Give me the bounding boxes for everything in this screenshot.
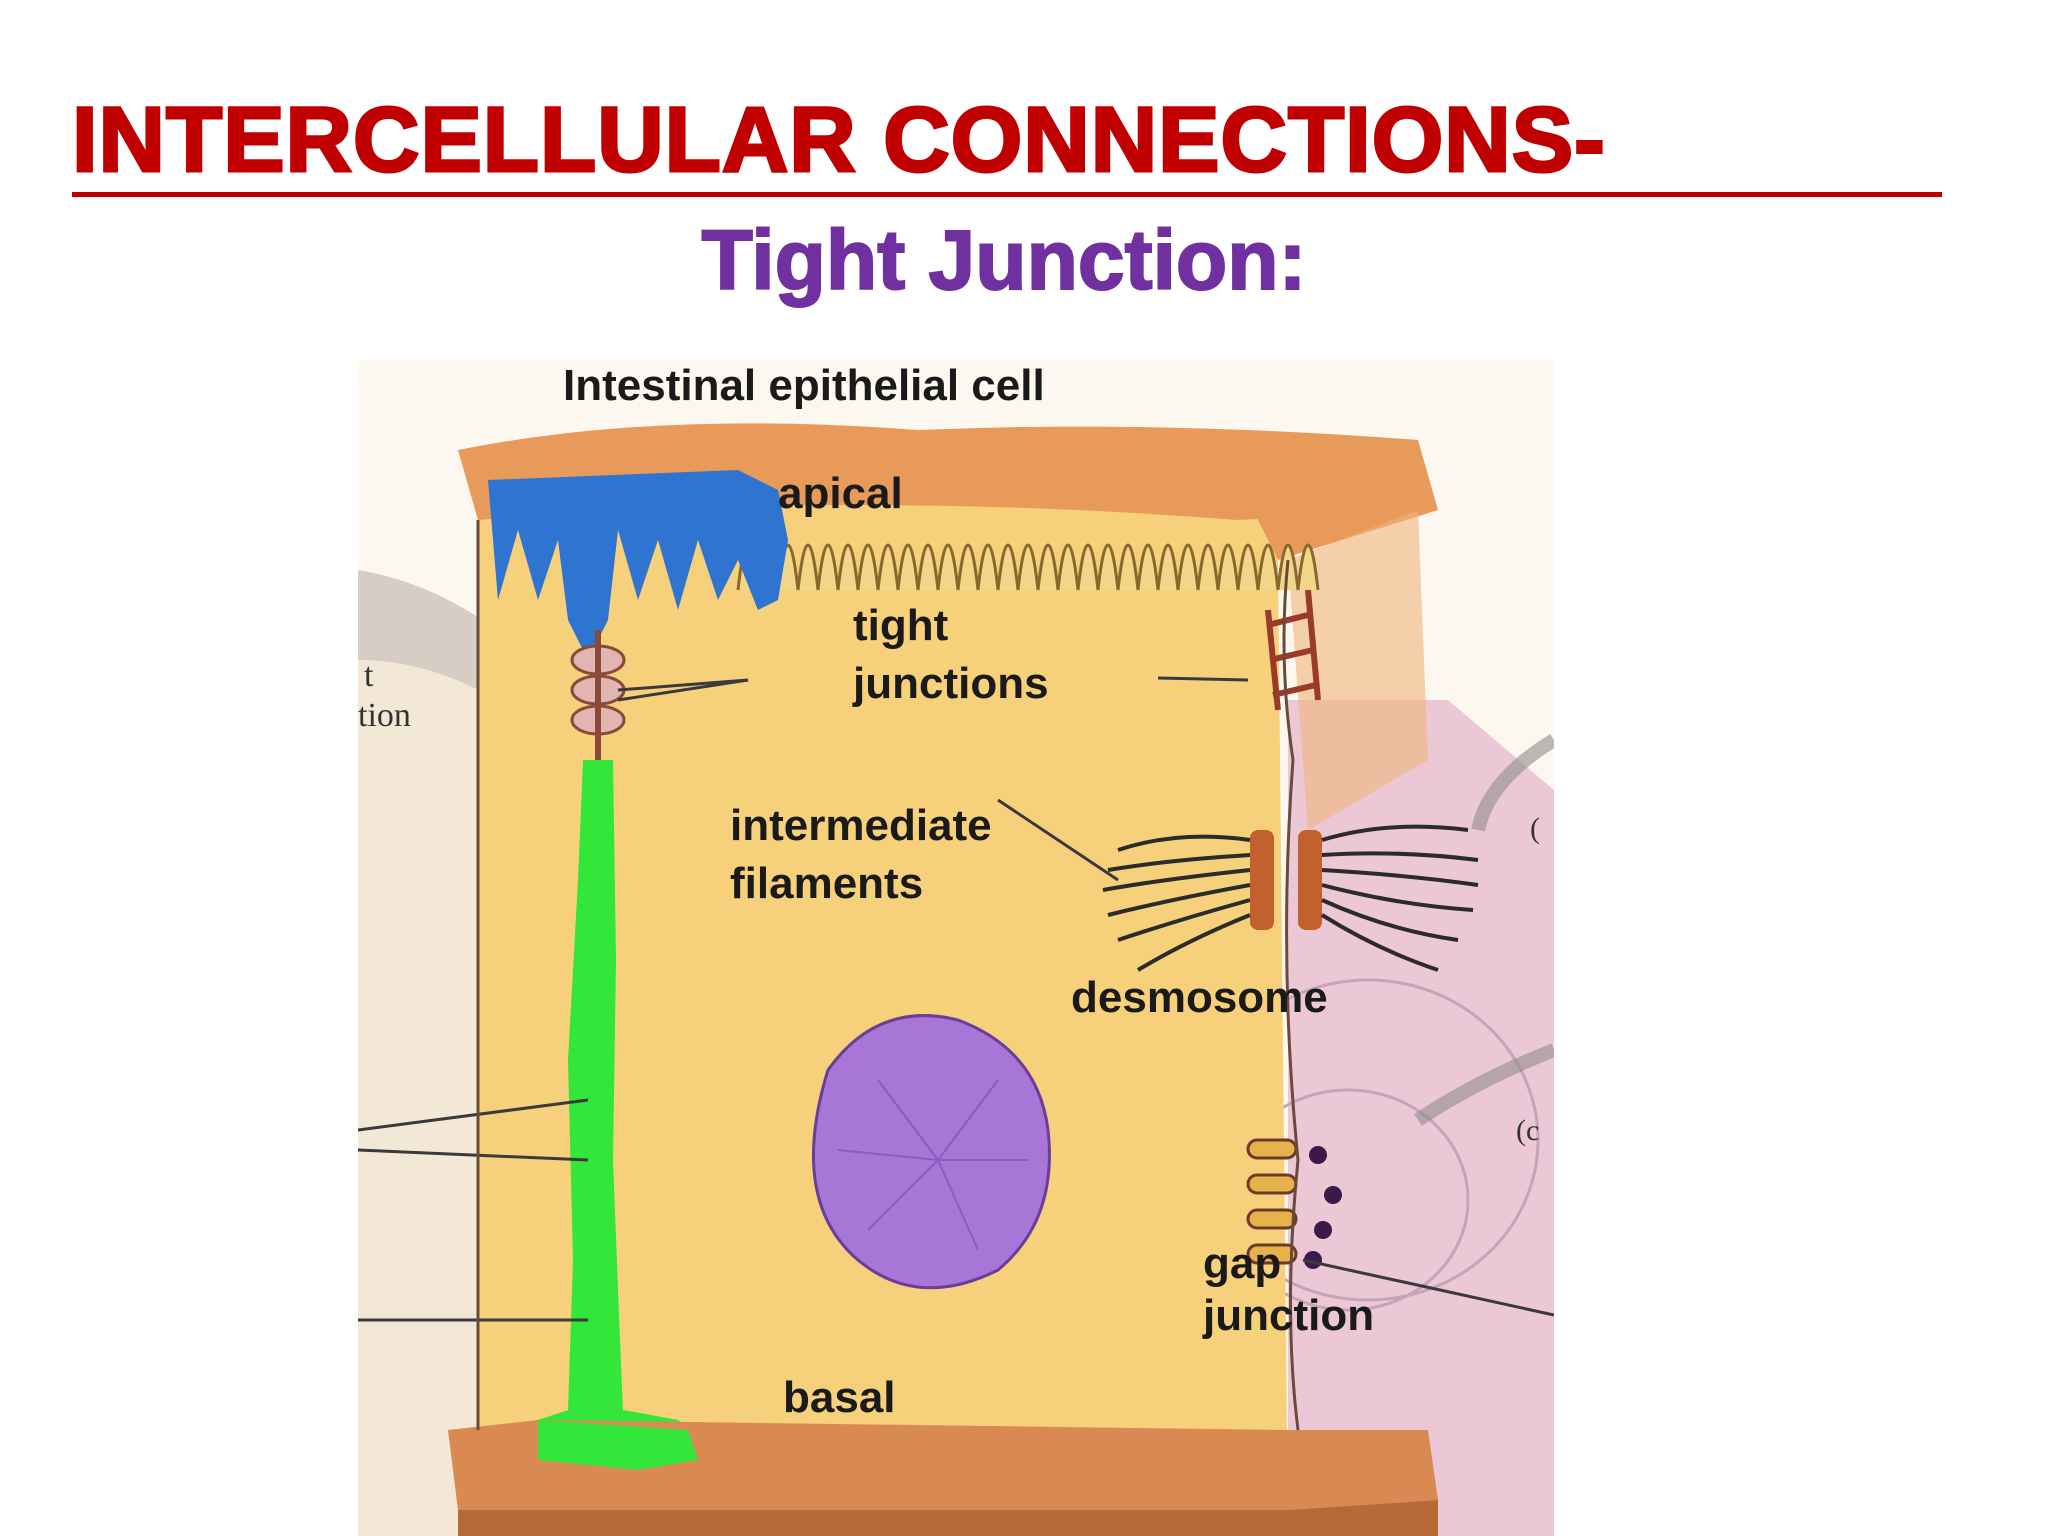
cell-right-face [1288,510,1428,830]
label-gap-line2: junction [1202,1291,1374,1340]
gap-junction-leader [1302,1258,1554,1317]
slide-title: INTERCELLULAR CONNECTIONS- [71,88,1607,193]
tight-junction-leaders [617,676,1249,702]
slide-subtitle: Tight Junction: [700,212,1307,308]
lateral-membrane-highlight [458,760,718,1470]
right-neighbor-pointer [1471,734,1554,832]
cropped-fragment-left-top: t [364,657,374,694]
cropped-fragment-right-top: ( [1530,812,1540,845]
left-leaders [358,1098,589,1322]
basement-membrane-edge [458,1500,1438,1536]
nucleus-texture [837,1079,1028,1251]
apical-highlight [488,470,788,660]
right-neighbor-pointer-2 [1414,1043,1554,1126]
cell-boundary [1282,559,1300,1431]
label-basal: basal [783,1373,896,1422]
label-apical: apical [778,469,903,518]
microvilli [736,543,1320,591]
desmosome-structure [1102,824,1479,972]
label-desmosome: desmosome [1071,973,1328,1022]
label-tight-line2: junctions [852,659,1049,708]
label-tight-line1: tight [853,601,949,650]
gap-junction-structure [1246,1138,1342,1269]
cropped-fragment-right-bottom: (c [1516,1114,1539,1147]
basement-membrane [448,1420,1438,1510]
title-underline [72,192,1942,197]
label-intermediate-line2: filaments [730,859,923,908]
basal-green-foot [538,1420,698,1470]
intermediate-leader [997,798,1119,882]
cropped-fragment-left-bottom: tion [358,697,411,734]
left-neighbor-body [358,660,478,1536]
epithelial-cell-diagram: Intestinal epithelial cell apical tight … [358,360,1554,1536]
label-gap-line1: gap [1203,1239,1281,1288]
tight-junction-right [1265,589,1321,711]
figure-caption: Intestinal epithelial cell [563,361,1045,410]
cell-cytoplasm [478,480,1288,1536]
label-intermediate-line1: intermediate [730,801,992,850]
